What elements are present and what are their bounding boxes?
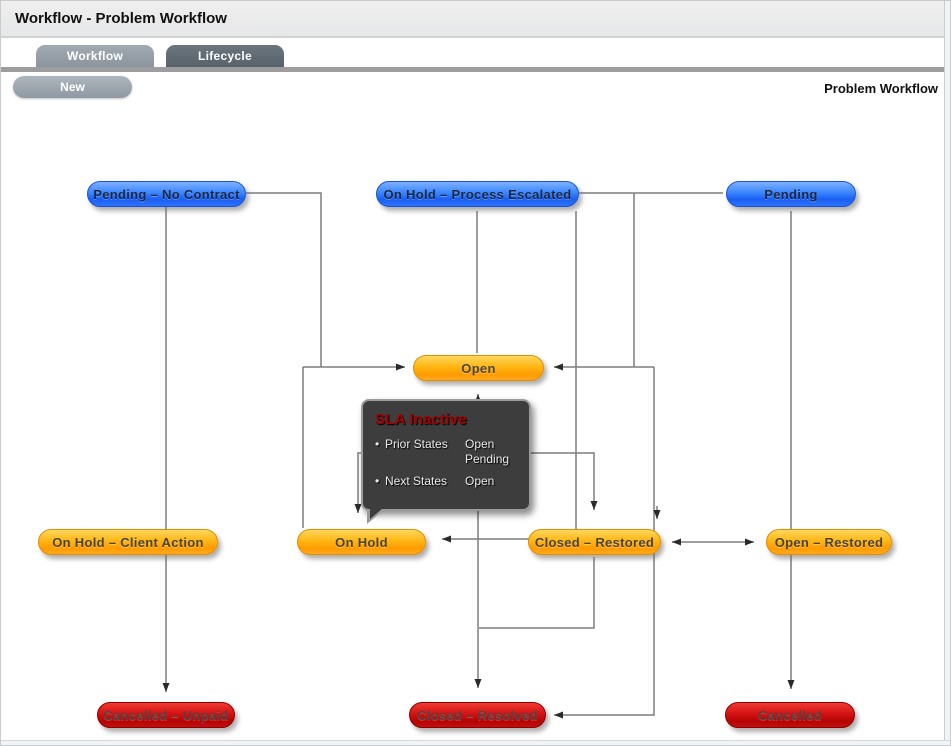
node-pending[interactable]: Pending — [726, 181, 856, 207]
node-open[interactable]: Open — [413, 355, 544, 381]
panel-right-edge — [944, 1, 950, 745]
node-on-hold-process-escalated[interactable]: On Hold – Process Escalated — [376, 181, 579, 207]
new-button[interactable]: New — [13, 76, 132, 98]
node-cancelled[interactable]: Cancelled — [725, 702, 855, 728]
tab-lifecycle[interactable]: Lifecycle — [166, 45, 284, 67]
sla-tooltip-title: SLA Inactive — [375, 411, 467, 428]
node-closed-restored[interactable]: Closed – Restored — [528, 529, 661, 555]
node-on-hold[interactable]: On Hold — [297, 529, 426, 555]
tab-workflow[interactable]: Workflow — [36, 45, 154, 67]
page-title: Workflow - Problem Workflow — [1, 1, 950, 38]
tab-underline-bar — [1, 67, 950, 72]
workflow-name-label: Problem Workflow — [824, 81, 938, 96]
node-closed-resolved[interactable]: Closed – Resolved — [409, 702, 546, 728]
node-cancelled-unpaid[interactable]: Cancelled – Unpaid — [97, 702, 235, 728]
node-open-restored[interactable]: Open – Restored — [766, 529, 892, 555]
node-on-hold-client-action[interactable]: On Hold – Client Action — [38, 529, 218, 555]
panel-bottom-edge — [1, 740, 950, 745]
node-pending-no-contract[interactable]: Pending – No Contract — [87, 181, 246, 207]
